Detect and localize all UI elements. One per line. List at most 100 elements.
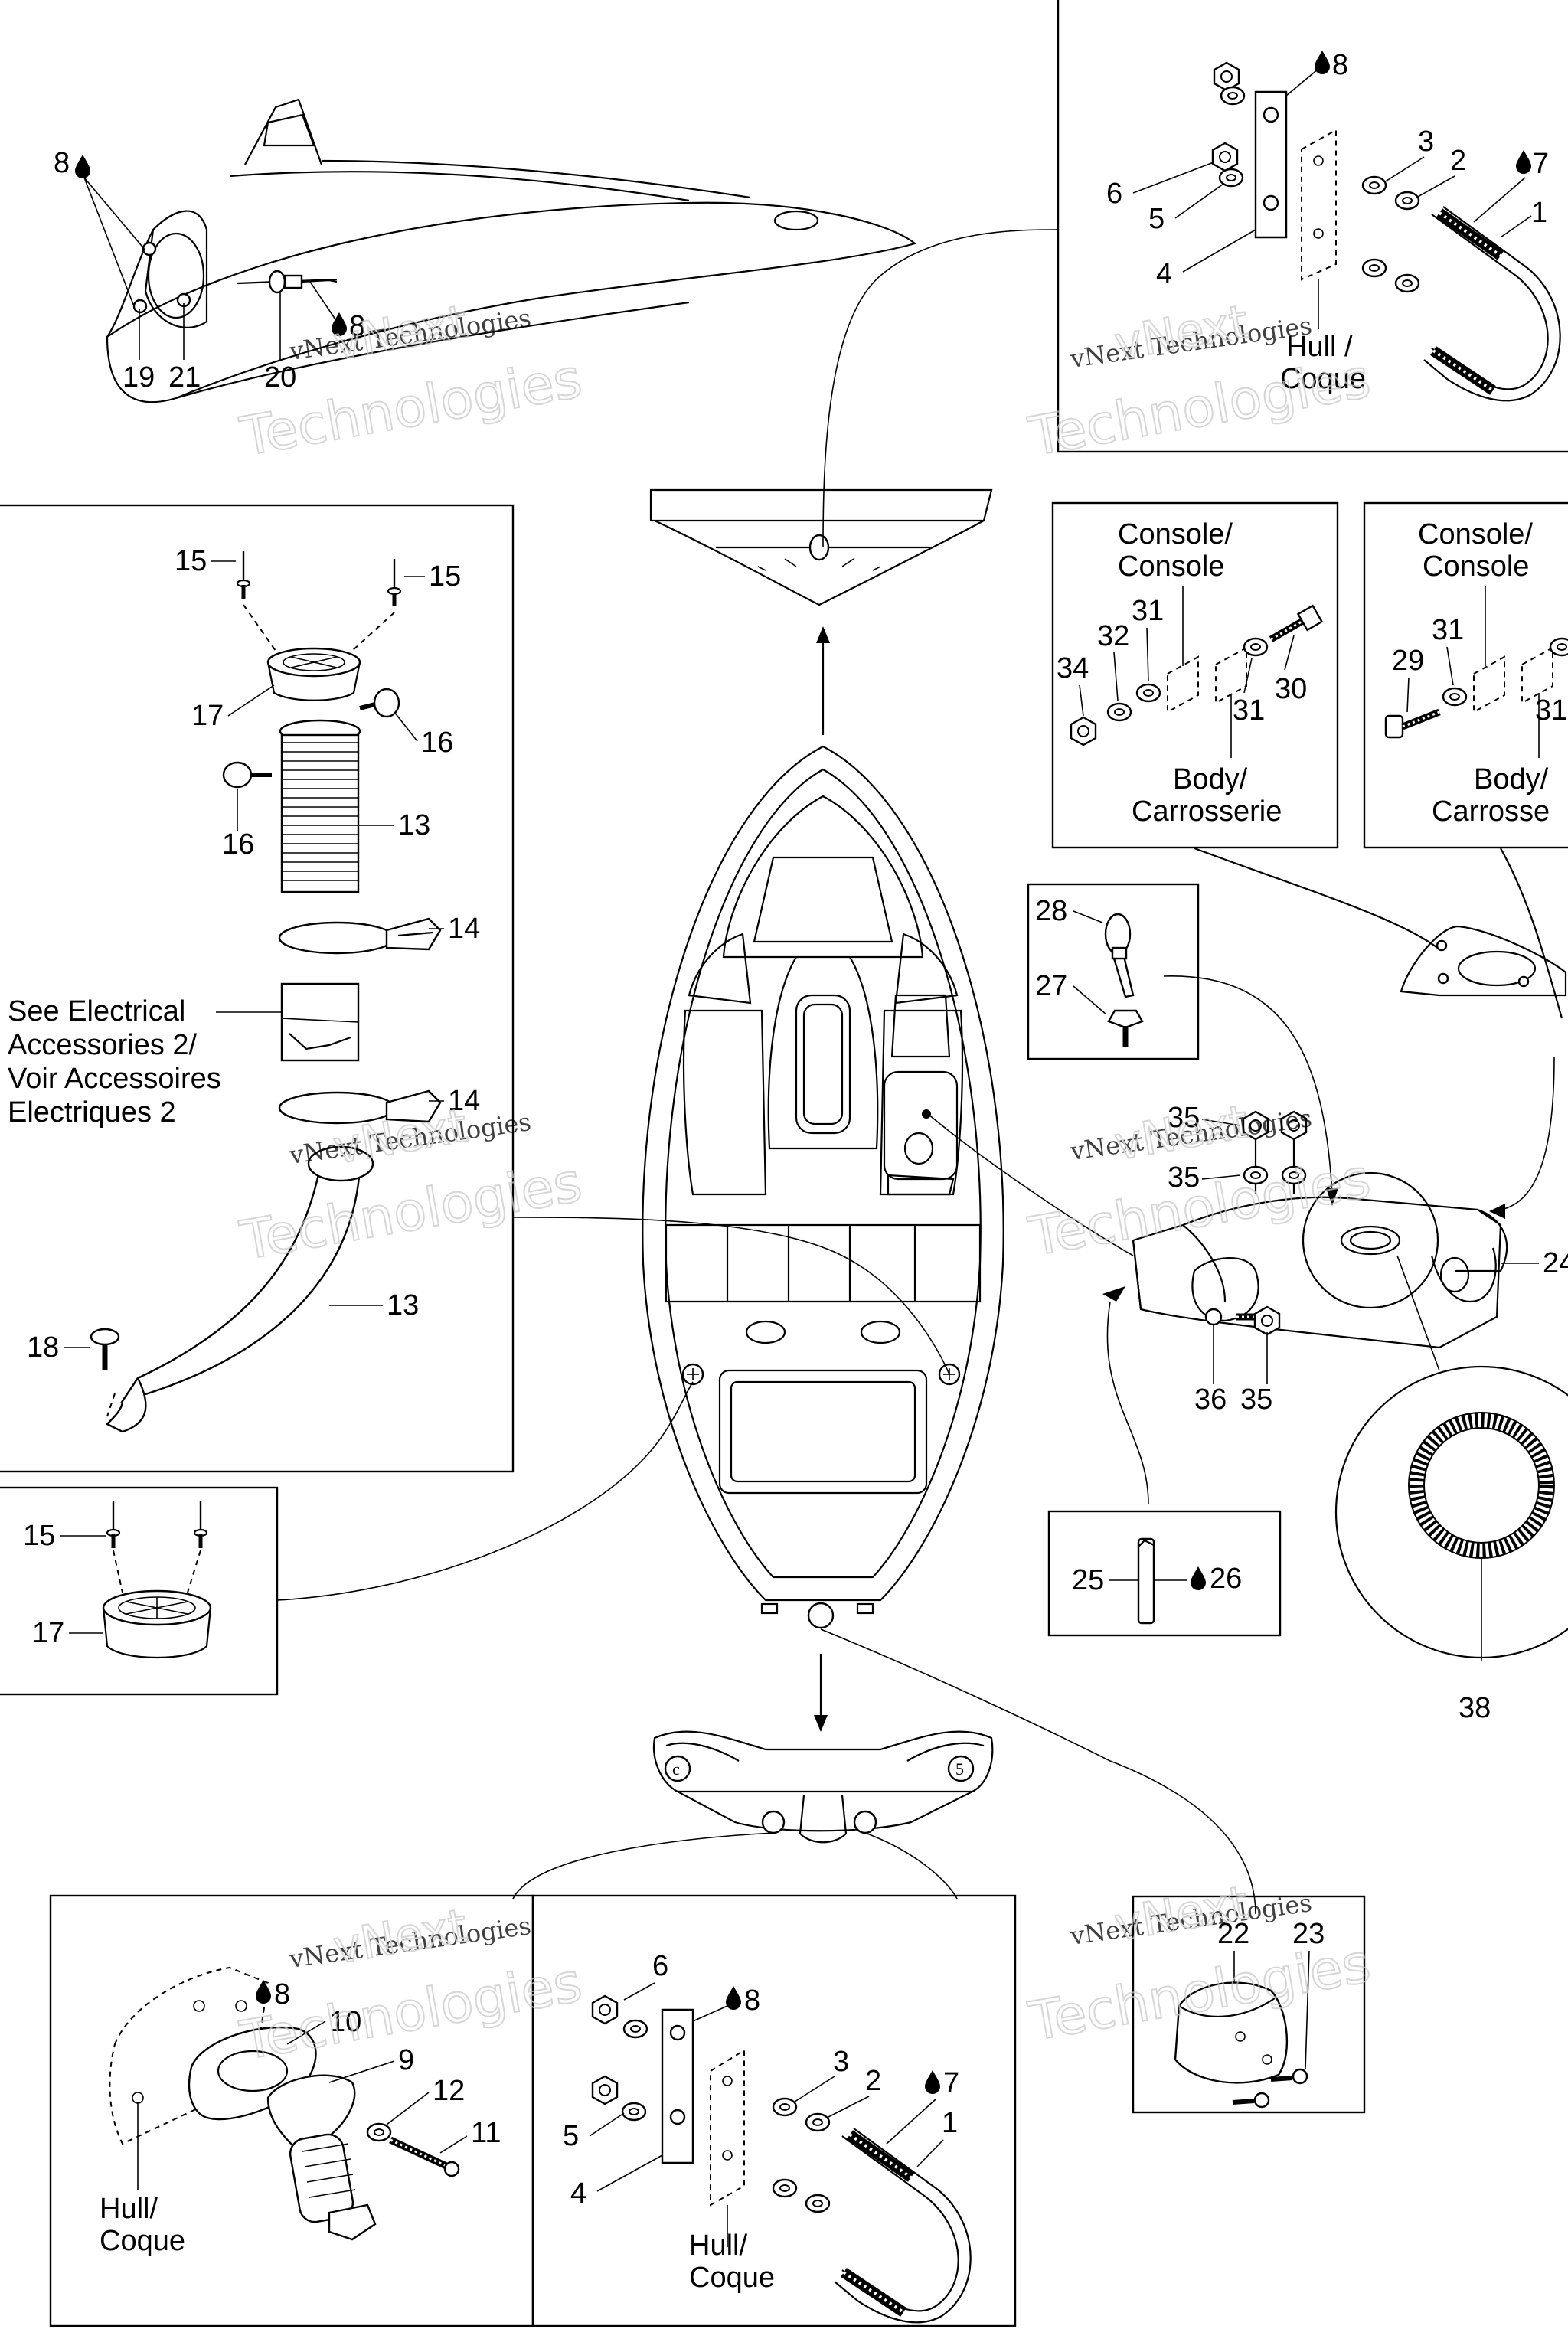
drop-icon xyxy=(1516,150,1531,174)
callout-36: 36 xyxy=(1194,1383,1227,1416)
hull-coque-label: Hull/ xyxy=(100,2193,158,2225)
drop-icon xyxy=(726,1986,741,2010)
pin-assembly xyxy=(1137,1537,1155,1625)
console-screw-callouts: Console/ Console 29 31 31 Body/ Carrosse xyxy=(1392,518,1567,828)
drop-icon xyxy=(1191,1566,1206,1590)
callout-35: 35 xyxy=(1168,1161,1200,1194)
hull-coque-label: Hull/ xyxy=(689,2230,747,2262)
callout-25: 25 xyxy=(1072,1564,1104,1596)
callout-24: 24 xyxy=(1543,1247,1568,1279)
stern-u-bolt-detail-box xyxy=(531,1894,1017,2328)
callout-7: 7 xyxy=(943,2067,959,2099)
stern-u-bolt-callouts: 6 8 3 2 7 1 5 4 Hull/ Coque xyxy=(563,1950,959,2294)
svg-text:c: c xyxy=(672,1759,680,1779)
callout-8: 8 xyxy=(1332,49,1348,81)
console-screw-assembly xyxy=(1384,637,1568,739)
callout-3: 3 xyxy=(833,2046,849,2078)
hull-coque-label: Coque xyxy=(100,2225,185,2257)
electrical-note: Accessories 2/ xyxy=(8,1029,198,1061)
pin-detail-box xyxy=(1047,1510,1282,1637)
callout-29: 29 xyxy=(1392,645,1424,677)
base-assembly-callouts: 35 35 36 35 24 38 xyxy=(1102,975,1568,1724)
callout-18: 18 xyxy=(27,1331,59,1364)
stern-u-bolt-assembly xyxy=(591,1994,972,2324)
hull-coque-label: Coque xyxy=(1280,363,1366,395)
vent-hose-callouts: 15 15 17 16 13 16 14 See Electrical Acce… xyxy=(8,545,480,1364)
callout-8: 8 xyxy=(54,147,70,179)
bow-callouts: 8 19 21 20 8 xyxy=(54,147,365,394)
callout-5: 5 xyxy=(563,2120,579,2152)
callout-13: 13 xyxy=(387,1289,419,1321)
watermark-text: Technologies xyxy=(236,1151,586,1272)
drop-icon xyxy=(925,2070,940,2094)
drain-plug-assembly xyxy=(109,1966,460,2241)
callout-8: 8 xyxy=(274,1978,290,2011)
cable-tie-assembly xyxy=(1104,913,1144,1047)
callout-28: 28 xyxy=(1035,895,1067,927)
console-screw-detail-box xyxy=(1363,501,1568,849)
callout-2: 2 xyxy=(865,2065,881,2097)
callout-22: 22 xyxy=(1217,1918,1250,1950)
callout-3: 3 xyxy=(1418,126,1434,158)
callout-7: 7 xyxy=(1533,148,1549,180)
callout-5: 5 xyxy=(1148,203,1165,235)
bow-front-view xyxy=(649,488,993,606)
bracket-assembly xyxy=(1174,1981,1308,2109)
toothed-ring xyxy=(1408,1412,1555,1559)
watermark-text: vNext xyxy=(329,295,471,371)
callout-1: 1 xyxy=(1531,197,1547,229)
cable-tie-callouts: 28 27 xyxy=(1035,895,1107,1015)
callout-9: 9 xyxy=(398,2044,414,2076)
vent-hose-assembly xyxy=(90,551,442,1433)
callout-20: 20 xyxy=(264,361,296,394)
console-bolt-assembly xyxy=(1070,604,1324,746)
body-label: Carrosserie xyxy=(1132,795,1282,828)
callout-15: 15 xyxy=(23,1520,55,1552)
vent-cover-assembly xyxy=(102,1501,212,1659)
electrical-note: Voir Accessoires xyxy=(8,1063,221,1095)
body-label: Body/ xyxy=(1474,763,1549,795)
console-bolt-detail-box xyxy=(1051,501,1339,849)
callout-10: 10 xyxy=(329,2006,361,2038)
callout-15: 15 xyxy=(429,560,461,593)
electrical-note: Electriques 2 xyxy=(8,1096,176,1129)
stern-rear-view: c 5 xyxy=(652,1730,994,1844)
callout-31: 31 xyxy=(1132,595,1164,627)
callout-38: 38 xyxy=(1459,1692,1491,1724)
hull-coque-label: Hull / xyxy=(1286,331,1353,363)
callout-14: 14 xyxy=(448,913,480,945)
callout-23: 23 xyxy=(1292,1918,1325,1950)
bracket-callouts: 22 23 xyxy=(1217,1918,1325,2069)
watermark-text: vNext xyxy=(1110,1095,1252,1171)
callout-14: 14 xyxy=(448,1085,480,1117)
bracket-detail-box xyxy=(1132,1895,1366,2114)
console-label: Console/ xyxy=(1118,518,1233,550)
callout-16: 16 xyxy=(222,828,254,861)
callout-17: 17 xyxy=(32,1617,64,1649)
callout-16: 16 xyxy=(421,727,453,759)
vent-hose-detail-box xyxy=(0,504,514,1473)
body-label: Carrosse xyxy=(1432,795,1550,828)
callout-12: 12 xyxy=(433,2075,465,2107)
callout-35: 35 xyxy=(1240,1383,1272,1416)
u-bolt-callouts: 8 3 2 7 6 5 1 4 Hull / Coque xyxy=(1106,49,1549,395)
corrugated-hose-lower xyxy=(105,1145,374,1433)
callout-31: 31 xyxy=(1432,614,1464,646)
vent-cover-callouts: 15 17 xyxy=(23,1520,106,1649)
callout-8: 8 xyxy=(349,310,365,342)
drop-icon xyxy=(256,1980,271,2004)
console-part xyxy=(1194,847,1567,1019)
hull-coque-label: Coque xyxy=(689,2262,775,2294)
callout-26: 26 xyxy=(1210,1563,1242,1595)
drop-icon xyxy=(75,155,90,178)
callout-15: 15 xyxy=(175,545,207,577)
callout-31: 31 xyxy=(1233,694,1265,727)
pin-callouts: 25 26 xyxy=(1072,1563,1242,1596)
callout-2: 2 xyxy=(1450,145,1466,177)
u-bolt-assembly xyxy=(1211,61,1561,402)
corrugated-hose-upper xyxy=(280,733,360,893)
callout-30: 30 xyxy=(1275,673,1307,705)
electrical-note: See Electrical xyxy=(8,995,185,1027)
callout-4: 4 xyxy=(570,2177,586,2210)
